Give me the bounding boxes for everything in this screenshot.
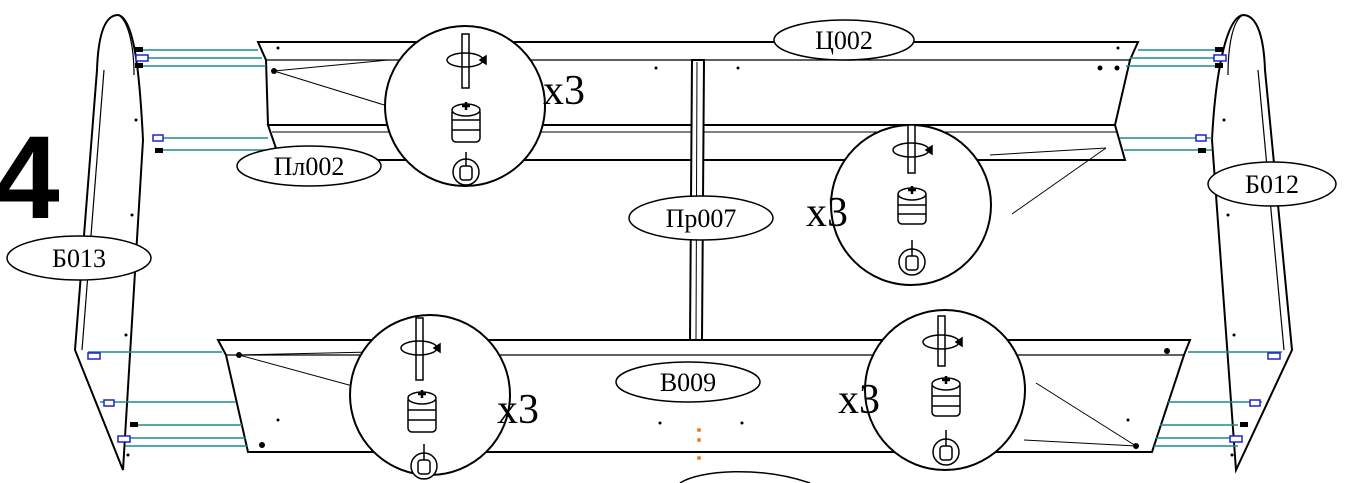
- cam-fitting-icon: [897, 186, 927, 225]
- callout-leaders: [238, 59, 1137, 447]
- screwdriver-icon: [446, 33, 487, 89]
- callout-circle-top-right: [830, 124, 992, 286]
- callout-qty-top-left: x3: [543, 68, 585, 114]
- cam-bolt-icon: [410, 444, 438, 480]
- part-label-bottom-panel: В009: [615, 361, 761, 403]
- callout-circle-bottom-left: [349, 314, 511, 480]
- part-label-shelf: Пл002: [236, 145, 382, 187]
- dowel-ends: [130, 47, 1248, 427]
- screwdriver-icon: [400, 317, 441, 381]
- step-number: 4: [0, 112, 60, 244]
- part-label-divider: Пр007: [628, 195, 774, 241]
- screwdriver-icon: [892, 124, 933, 174]
- screwdriver-icon: [922, 315, 963, 367]
- part-label-left-side: Б013: [6, 235, 152, 281]
- cam-fitting-icon: [407, 390, 437, 433]
- cam-fitting-icon: [931, 376, 961, 417]
- right-panel-holes: [1222, 118, 1236, 457]
- cropped-part-label: [679, 471, 811, 483]
- part-label-right-side: Б012: [1207, 161, 1337, 207]
- left-panel-holes: [124, 118, 138, 457]
- part-label-text: В009: [660, 368, 716, 397]
- callout-circle-bottom-right: [864, 309, 1026, 471]
- part-label-text: Б013: [52, 244, 106, 273]
- callout-qty-top-right: x3: [806, 190, 848, 236]
- dowel-lines: [88, 49, 1282, 447]
- part-label-text: Ц002: [815, 26, 873, 55]
- part-label-text: Пр007: [666, 204, 737, 233]
- callout-circle-top-left: [384, 25, 546, 187]
- cam-fitting-icon: [451, 102, 481, 143]
- cam-bolt-icon: [932, 430, 960, 466]
- part-label-top-panel: Ц002: [773, 19, 915, 61]
- callout-qty-bottom-left: x3: [497, 387, 539, 433]
- cam-bolt-icon: [898, 240, 926, 276]
- cam-markers: [87, 54, 1281, 443]
- part-label-text: Пл002: [274, 152, 345, 181]
- callout-qty-bottom-right: x3: [838, 377, 880, 423]
- cam-bolt-icon: [452, 152, 480, 186]
- part-label-text: Б012: [1245, 170, 1299, 199]
